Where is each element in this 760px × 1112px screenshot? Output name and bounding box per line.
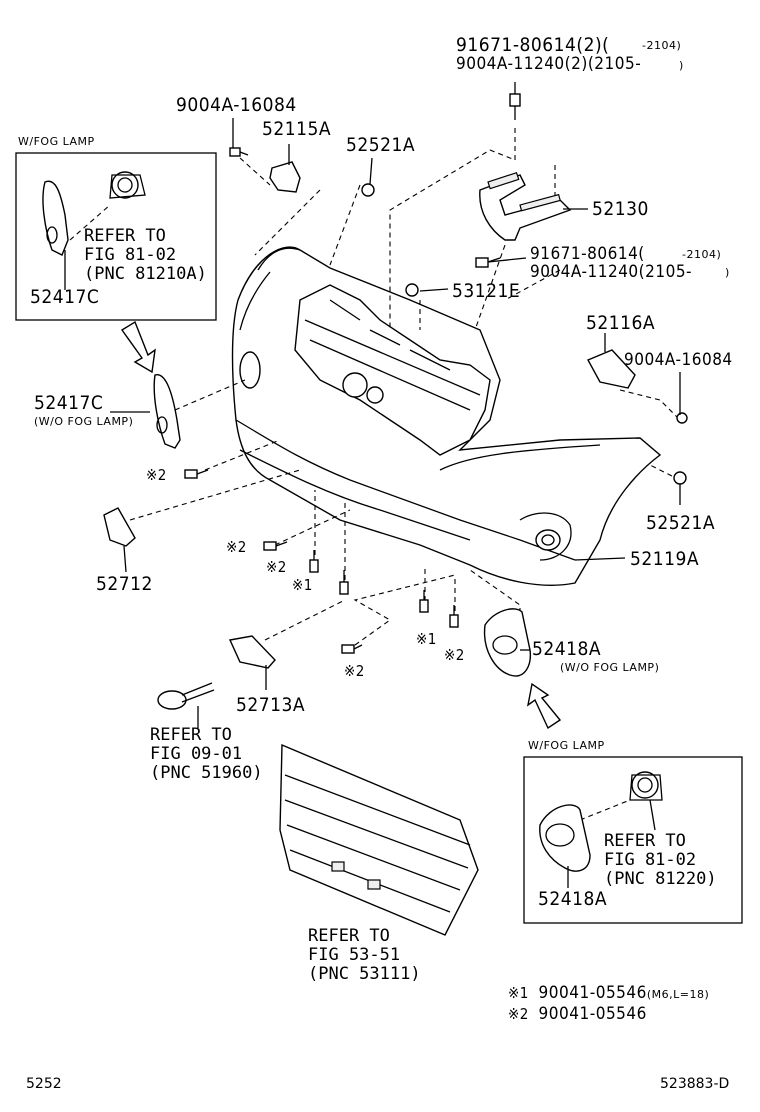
legend-2-mark: ※2 — [508, 1005, 529, 1023]
label-52521a-right: 52521A — [646, 512, 716, 534]
retainer-52115a — [269, 161, 301, 193]
mark-2-e: ※2 — [344, 662, 365, 680]
footer-illustration-id: 523883-D — [660, 1076, 730, 1092]
label-9004a-16084-right: 9004A-16084 — [624, 350, 733, 370]
label-9004a-16084-left: 9004A-16084 — [176, 94, 297, 116]
fasteners — [184, 93, 688, 654]
legend-1-part: 90041-05546 — [538, 983, 647, 1003]
label-52417c-sub: (W/O FOG LAMP) — [34, 415, 134, 428]
label-91671-mid-range: -2104) — [682, 248, 722, 261]
tow-hook-reference: REFER TO FIG 09-01 (PNC 51960) — [150, 725, 263, 783]
fog-cover-52417c — [153, 374, 181, 449]
label-9004-mid-close: ) — [725, 266, 730, 279]
support-52713a — [228, 635, 276, 669]
mark-2-a: ※2 — [146, 466, 167, 484]
label-52130: 52130 — [592, 198, 649, 220]
tow-hook — [157, 682, 215, 710]
bracket-52130 — [479, 171, 572, 241]
label-52119a: 52119A — [630, 548, 700, 570]
radiator-grille — [279, 743, 479, 936]
label-52418a-sub: (W/O FOG LAMP) — [560, 661, 660, 674]
label-9004-mid: 9004A-11240(2105- — [530, 262, 693, 282]
mark-2-c: ※2 — [266, 558, 287, 576]
bumper-reinforcement-shape — [294, 284, 491, 456]
label-52417c-box: 52417C — [30, 286, 100, 308]
label-9004-top-close: ) — [679, 59, 684, 72]
label-91671-mid: 91671-80614( — [530, 244, 645, 264]
legend-1-mark: ※1 — [508, 984, 529, 1002]
guide-lines — [69, 128, 681, 821]
mark-2-d: ※2 — [444, 646, 465, 664]
legend-item-2: ※2 90041-05546 — [508, 1006, 647, 1023]
retainer-52116a — [587, 349, 636, 389]
left-box-title: W/FOG LAMP — [18, 135, 95, 148]
right-box-reference: REFER TO FIG 81-02 (PNC 81220) — [604, 831, 717, 889]
fog-cover-52418a — [483, 608, 532, 677]
label-52521a-top: 52521A — [346, 134, 416, 156]
label-52418a-box: 52418A — [538, 888, 608, 910]
mark-1-b: ※1 — [416, 630, 437, 648]
label-52417c: 52417C — [34, 392, 104, 414]
leader-lines — [64, 82, 681, 888]
label-91671-top-range: -2104) — [642, 39, 682, 52]
label-53121e: 53121E — [452, 280, 521, 302]
legend-2-part: 90041-05546 — [538, 1004, 647, 1024]
legend-item-1: ※1 90041-05546(M6,L=18) — [508, 985, 709, 1002]
mark-1-a: ※1 — [292, 576, 313, 594]
footer-figure-number: 5252 — [26, 1076, 62, 1092]
fog-lamp-box-left — [15, 152, 217, 321]
legend-1-spec: (M6,L=18) — [646, 988, 710, 1001]
label-9004-top: 9004A-11240(2)(2105- — [456, 54, 642, 74]
direction-arrows — [120, 320, 562, 730]
left-box-reference: REFER TO FIG 81-02 (PNC 81210A) — [84, 226, 207, 284]
support-52712 — [103, 507, 136, 547]
fog-cover-left-box — [42, 171, 146, 256]
mark-2-b: ※2 — [226, 538, 247, 556]
label-52713a: 52713A — [236, 694, 306, 716]
label-52115a: 52115A — [262, 118, 332, 140]
label-91671-top: 91671-80614(2)( — [456, 34, 610, 56]
fog-lamp-box-right — [523, 756, 743, 924]
grille-reference: REFER TO FIG 53-51 (PNC 53111) — [308, 926, 421, 984]
right-box-title: W/FOG LAMP — [528, 739, 605, 752]
label-52116a: 52116A — [586, 312, 656, 334]
label-52712: 52712 — [96, 573, 153, 595]
label-52418a: 52418A — [532, 638, 602, 660]
fog-cover-right-box — [539, 771, 663, 872]
